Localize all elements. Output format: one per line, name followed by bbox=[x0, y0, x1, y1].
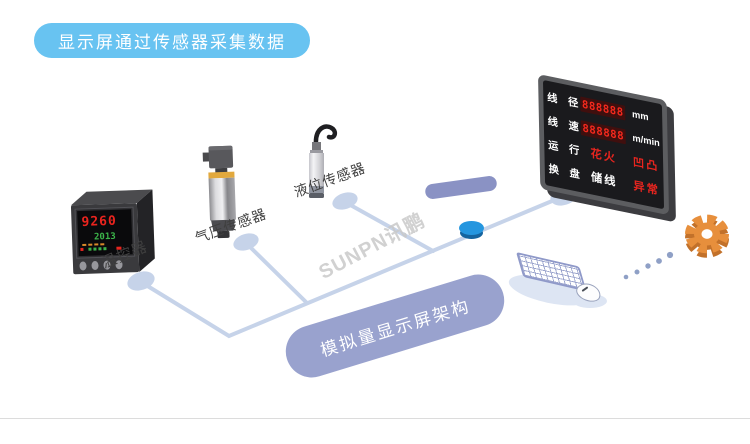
gear-icon bbox=[685, 214, 729, 258]
temp-led-row-green bbox=[80, 246, 122, 252]
wire-pressure-branch bbox=[244, 241, 309, 305]
title-banner-label: 显示屏通过传感器采集数据 bbox=[58, 33, 286, 52]
led-board-face: 线 径 888888 mm 线 速 888888 m/min 运 行 花火 凹凸… bbox=[542, 79, 665, 210]
network-node-dot bbox=[459, 221, 484, 235]
dots-trail bbox=[623, 251, 674, 280]
board-label: 运 行 bbox=[548, 138, 584, 158]
level-sensor-illustration bbox=[309, 124, 338, 198]
pressure-sensor-illustration bbox=[202, 145, 237, 239]
temp-display-main: 9260 bbox=[81, 214, 117, 230]
temp-led-row-red bbox=[82, 243, 105, 246]
wire-cap-temp bbox=[127, 271, 155, 291]
board-label: 线 速 bbox=[547, 114, 583, 134]
board-status: 凹凸 bbox=[632, 156, 660, 174]
wire-cap-level bbox=[332, 192, 358, 210]
temp-display-sub: 2013 bbox=[94, 232, 116, 243]
board-unit: mm bbox=[631, 108, 649, 123]
wire-main-bus bbox=[139, 194, 566, 339]
temp-buttons bbox=[79, 260, 123, 271]
wire-cap-pressure bbox=[233, 233, 259, 251]
board-status: 异常 bbox=[633, 180, 660, 198]
temp-controller-illustration: 9260 2013 bbox=[70, 189, 155, 275]
mouse-wheel bbox=[581, 286, 589, 292]
bottom-divider bbox=[0, 418, 750, 419]
wire-level-branch bbox=[343, 200, 435, 253]
board-label: 换 盘 bbox=[548, 162, 584, 182]
cable-hook bbox=[313, 124, 338, 147]
title-banner: 显示屏通过传感器采集数据 bbox=[34, 23, 310, 58]
board-unit: m/min bbox=[632, 132, 660, 149]
board-label: 线 径 bbox=[547, 91, 583, 111]
keyboard-shadow bbox=[508, 274, 592, 306]
